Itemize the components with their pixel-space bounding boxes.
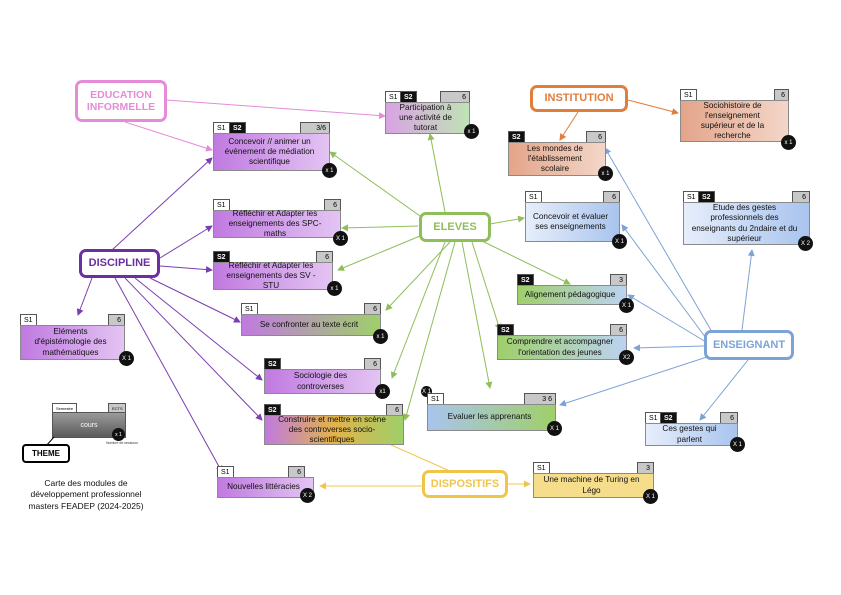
semester-tag: S2 [508, 131, 525, 142]
session-count: x1 [375, 384, 390, 399]
ects-tag: 6 [440, 91, 470, 102]
semester-tag: S1 [525, 191, 542, 202]
ects-tag: 3/6 [300, 122, 330, 133]
module-title: Evaluer les apprenants [427, 404, 556, 431]
ects-tag: 6 [386, 404, 403, 415]
semester-tag: S2 [400, 91, 417, 102]
ects-tag: 6 [288, 466, 305, 477]
theme-eleves[interactable]: ELEVES [419, 212, 491, 242]
ects-tag: 3 [637, 462, 654, 473]
legend-session-count: x 1 [112, 428, 125, 441]
module-title: Construire et mettre en scène des contro… [264, 415, 404, 445]
session-count: x 1 [781, 135, 796, 150]
module-title: Comprendre et accompagner l'orientation … [497, 335, 627, 360]
module-title: Concevoir et évaluer ses enseignements [525, 202, 620, 242]
session-count: X 1 [730, 437, 745, 452]
module-title: Eléments d'épistémologie des mathématiqu… [20, 325, 125, 360]
module-title: Nouvelles littéracies [217, 477, 314, 498]
theme-enseignant[interactable]: ENSEIGNANT [704, 330, 794, 360]
theme-education-informelle[interactable]: EDUCATION INFORMELLE [75, 80, 167, 122]
ects-tag: 3 6 [524, 393, 556, 404]
module-title: Une machine de Turing en Légo [533, 473, 654, 498]
session-count: X 1 [119, 351, 134, 366]
session-count: X 1 [619, 298, 634, 313]
legend-semestre: Semestre [52, 403, 78, 412]
semester-tag: S2 [517, 274, 534, 285]
corner-badge: X 1 [421, 386, 432, 397]
ects-tag: 3 [610, 274, 627, 285]
session-count: x 1 [464, 124, 479, 139]
semester-tag: S1 [427, 393, 444, 404]
session-count: X 1 [612, 234, 627, 249]
module-title: Les mondes de l'établissement scolaire [508, 142, 606, 176]
module-title: Alignement pédagogique [517, 285, 627, 305]
legend-ects: ECTS [108, 403, 126, 412]
module-title: Réfléchir et Adapter les enseignements d… [213, 261, 333, 290]
ects-tag: 6 [364, 358, 381, 369]
module-title: Participation à une activité de tutorat [385, 102, 470, 134]
module-title: Ces gestes qui parlent [645, 423, 738, 446]
semester-tag: S2 [229, 122, 246, 133]
semester-tag: S2 [264, 358, 281, 369]
theme-discipline[interactable]: DISCIPLINE [79, 249, 160, 278]
semester-tag: S2 [660, 412, 677, 423]
session-count: X 2 [300, 488, 315, 503]
semester-tag: S1 [213, 122, 230, 133]
legend-theme-box: THEME [22, 444, 70, 463]
semester-tag: S1 [533, 462, 550, 473]
semester-tag: S2 [497, 324, 514, 335]
session-count: x 1 [322, 163, 337, 178]
semester-tag: S1 [213, 199, 230, 210]
semester-tag: S1 [680, 89, 697, 100]
module-title: Se confronter au texte écrit [241, 314, 381, 336]
map-caption: Carte des modules de développement profe… [28, 478, 144, 511]
ects-tag: 6 [774, 89, 789, 100]
theme-dispositifs[interactable]: DISPOSITIFS [422, 470, 508, 498]
theme-institution[interactable]: INSTITUTION [530, 85, 628, 112]
session-count: x 1 [598, 166, 613, 181]
session-count: x 1 [327, 281, 342, 296]
ects-tag: 6 [720, 412, 738, 423]
session-count: x 1 [373, 329, 388, 344]
semester-tag: S1 [241, 303, 258, 314]
module-title: Réfléchir et Adapter les enseignements d… [213, 209, 341, 238]
legend-count-caption: Nombre de sessions [106, 441, 138, 445]
session-count: X 1 [333, 231, 348, 246]
module-title: Concevoir // animer un événement de médi… [213, 133, 330, 171]
ects-tag: 6 [603, 191, 620, 202]
ects-tag: 6 [586, 131, 606, 142]
module-title: Etude des gestes professionnels des ense… [683, 202, 810, 245]
module-title: Sociologie des controverses [264, 369, 381, 394]
session-count: X 2 [798, 236, 813, 251]
session-count: X2 [619, 350, 634, 365]
semester-tag: S1 [20, 314, 37, 325]
semester-tag: S2 [264, 404, 281, 415]
ects-tag: 6 [108, 314, 125, 325]
semester-tag: S1 [217, 466, 234, 477]
semester-tag: S2 [698, 191, 715, 202]
ects-tag: 6 [316, 251, 333, 262]
semester-tag: S2 [213, 251, 230, 262]
ects-tag: 6 [610, 324, 627, 335]
module-title: Sociohistoire de l'enseignement supérieu… [680, 100, 789, 142]
ects-tag: 6 [364, 303, 381, 314]
ects-tag: 6 [792, 191, 810, 202]
ects-tag: 6 [324, 199, 341, 210]
session-count: X 1 [643, 489, 658, 504]
session-count: X 1 [547, 421, 562, 436]
